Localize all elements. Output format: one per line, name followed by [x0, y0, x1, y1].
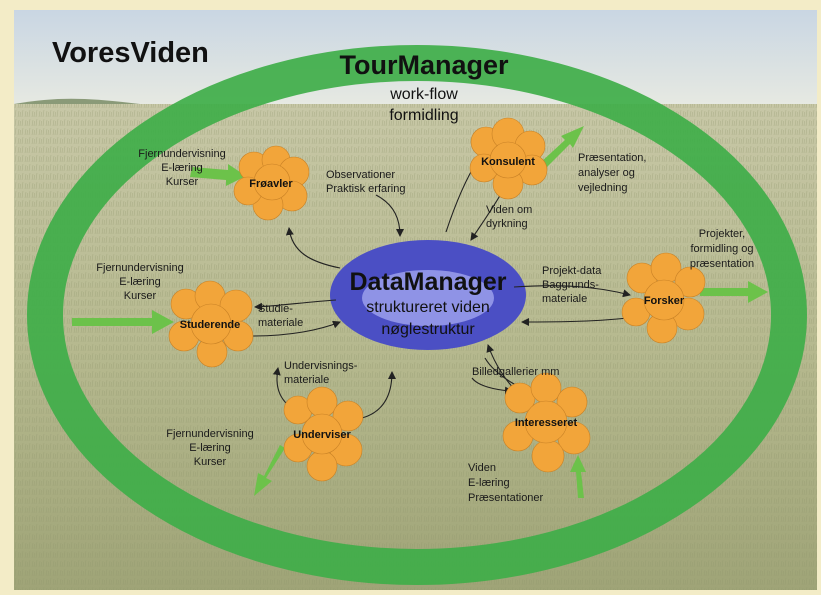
datamanager-ring: [330, 240, 526, 350]
label-studerende-from-center: Studie- materiale: [258, 303, 303, 329]
node-studerende: Studerende: [180, 319, 241, 331]
green-arrows: [72, 126, 768, 498]
svg-text:formidling og: formidling og: [691, 243, 754, 255]
label-konsulent-out: Præsentation, analyser og vejledning: [578, 152, 646, 194]
node-konsulent: Konsulent: [481, 156, 535, 168]
label-froavler-to-center: Observationer Praktisk erfaring: [326, 169, 405, 195]
svg-text:Viden: Viden: [468, 462, 496, 474]
tourmanager-ring: [27, 45, 807, 585]
node-froavler: Frøavler: [249, 178, 293, 190]
svg-text:E-læring: E-læring: [468, 477, 510, 489]
node-froavler-shape: [233, 145, 310, 221]
svg-text:Observationer: Observationer: [326, 169, 395, 181]
svg-text:E-læring: E-læring: [161, 162, 203, 174]
node-interesseret-shape: [502, 372, 591, 473]
svg-text:materiale: materiale: [284, 374, 329, 386]
label-forsker-to-center: Projekt-data Baggrunds- materiale: [542, 265, 602, 305]
datamanager-title: DataManager: [350, 268, 507, 296]
tourmanager-subtitle-2: formidling: [389, 107, 458, 124]
label-underviser-out: Fjernundervisning E-læring Kurser: [166, 428, 253, 468]
node-interesseret: Interesseret: [515, 417, 578, 429]
svg-text:Kurser: Kurser: [124, 290, 157, 302]
page-title: VoresViden: [52, 37, 209, 69]
svg-text:Undervisnings-: Undervisnings-: [284, 360, 358, 372]
svg-text:dyrkning: dyrkning: [486, 218, 528, 230]
node-studerende-shape: [168, 280, 254, 368]
label-underviser-to-center: Undervisnings- materiale: [284, 360, 358, 386]
node-underviser: Underviser: [293, 429, 351, 441]
datamanager-subtitle-2: nøglestruktur: [381, 321, 475, 338]
node-forsker-shape: [621, 252, 706, 344]
node-underviser-shape: [283, 386, 364, 482]
svg-text:Kurser: Kurser: [194, 456, 227, 468]
svg-text:Kurser: Kurser: [166, 176, 199, 188]
svg-text:Fjernundervisning: Fjernundervisning: [138, 148, 225, 160]
svg-text:materiale: materiale: [542, 293, 587, 305]
datamanager-subtitle-1: struktureret viden: [366, 299, 490, 316]
label-studerende-in: Fjernundervisning E-læring Kurser: [96, 262, 183, 302]
svg-text:Praktisk erfaring: Praktisk erfaring: [326, 183, 405, 195]
svg-text:analyser og: analyser og: [578, 167, 635, 179]
tourmanager-title: TourManager: [339, 50, 509, 80]
node-konsulent-shape: [469, 117, 548, 200]
svg-text:Studie-: Studie-: [258, 303, 293, 315]
node-forsker: Forsker: [644, 295, 685, 307]
svg-text:præsentation: præsentation: [690, 258, 754, 270]
tourmanager-subtitle-1: work-flow: [389, 86, 458, 103]
svg-text:Fjernundervisning: Fjernundervisning: [96, 262, 183, 274]
svg-text:E-læring: E-læring: [119, 276, 161, 288]
label-interesseret-from-center: Billedgallerier mm: [472, 366, 559, 378]
svg-text:Billedgallerier mm: Billedgallerier mm: [472, 366, 559, 378]
svg-text:Baggrunds-: Baggrunds-: [542, 279, 599, 291]
svg-text:E-læring: E-læring: [189, 442, 231, 454]
svg-text:Projekter,: Projekter,: [699, 228, 745, 240]
svg-text:materiale: materiale: [258, 317, 303, 329]
svg-text:Viden om: Viden om: [486, 204, 532, 216]
label-konsulent-from-center: Viden om dyrkning: [486, 204, 532, 230]
label-forsker-out: Projekter, formidling og præsentation: [690, 228, 754, 270]
label-interesseret-in: Viden E-læring Præsentationer: [468, 462, 544, 504]
svg-text:Projekt-data: Projekt-data: [542, 265, 602, 277]
svg-text:Fjernundervisning: Fjernundervisning: [166, 428, 253, 440]
label-froavler-in: Fjernundervisning E-læring Kurser: [138, 148, 225, 188]
svg-text:Præsentationer: Præsentationer: [468, 492, 544, 504]
svg-text:Præsentation,: Præsentation,: [578, 152, 646, 164]
svg-text:vejledning: vejledning: [578, 182, 628, 194]
